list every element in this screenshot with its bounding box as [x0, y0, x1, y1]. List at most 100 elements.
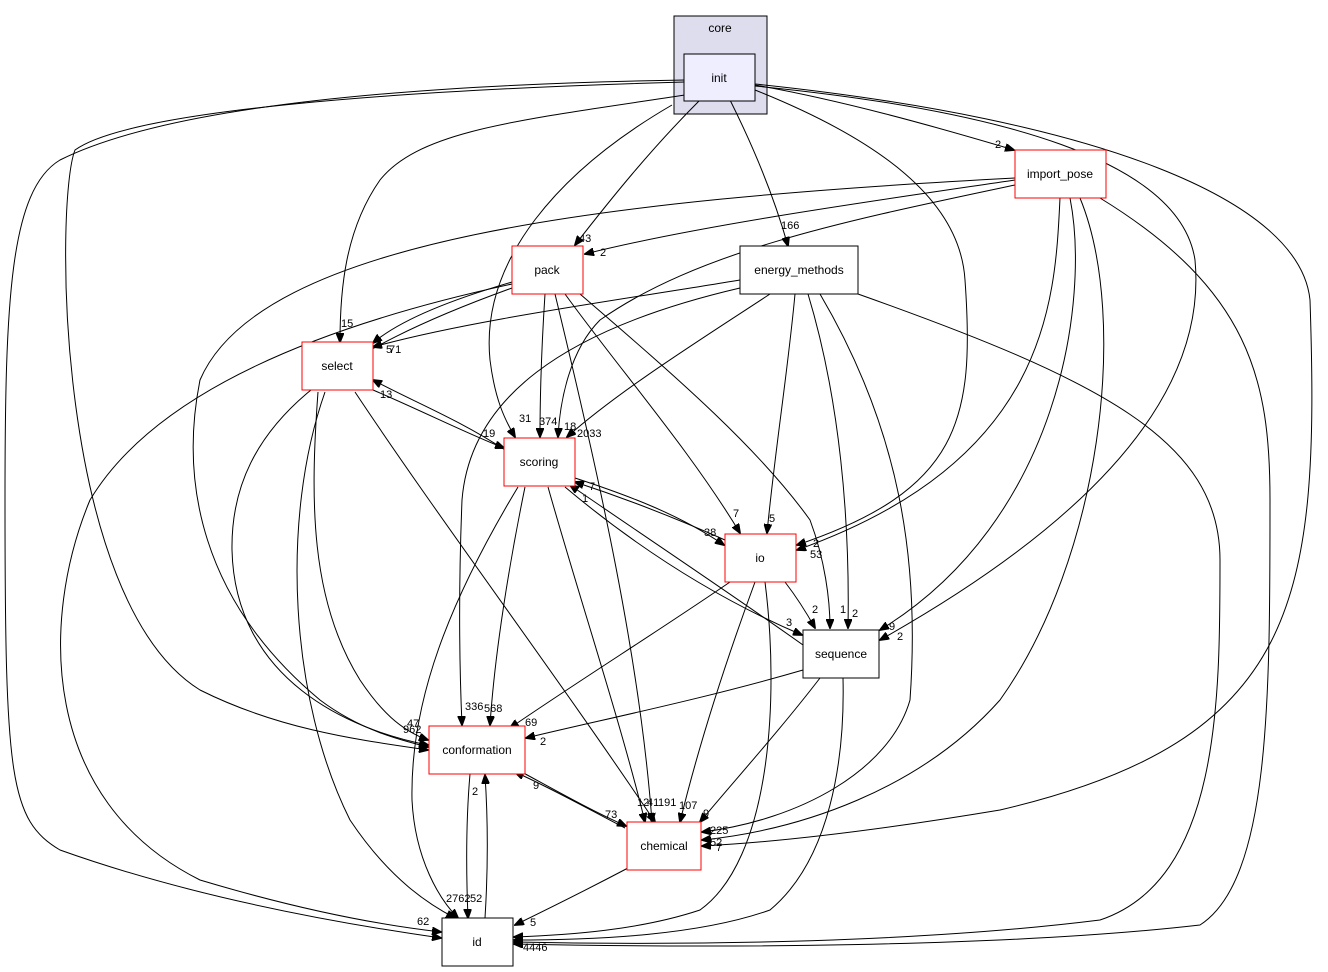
node-conformation-box [428, 725, 526, 775]
label-init-import_pose: 2 [995, 139, 1001, 151]
edge-conformation-chemical [517, 769, 626, 826]
edge-sequence-id [514, 677, 844, 940]
label-energy_methods-io: 5 [769, 513, 775, 525]
label-select-chemical: 191 [658, 797, 676, 809]
label-import_pose-scoring: 2033 [577, 428, 601, 440]
label-pack-conformation: 962 [403, 724, 421, 736]
edge-io-sequence [784, 581, 815, 628]
label-io-chemical: 107 [679, 800, 697, 812]
edge-init-import_pose [754, 84, 1014, 150]
node-import_pose-box [1014, 149, 1107, 199]
edge-init-pack [575, 99, 701, 245]
node-id[interactable]: id [441, 917, 514, 967]
label-energy_methods-sequence: 2 [852, 608, 858, 620]
edge-import_pose-id [514, 197, 1271, 946]
edge-scoring-chemical [547, 486, 645, 822]
label-pack-chemical: 41 [647, 797, 659, 809]
node-chemical-box [626, 821, 702, 871]
node-select[interactable]: select [301, 341, 374, 391]
node-scoring-label: scoring [520, 455, 559, 469]
node-sequence-label: sequence [815, 647, 867, 661]
edge-scoring-conformation [490, 486, 526, 725]
edge-energy_methods-select [373, 279, 741, 347]
edge-select-chemical [354, 391, 655, 822]
label-scoring-id: 52 [470, 893, 482, 905]
edge-init-id [4, 79, 686, 938]
edge-init-scoring [488, 104, 673, 437]
node-chemical[interactable]: chemical [626, 821, 702, 871]
edge-energy_methods-io [767, 293, 796, 533]
label-energy_methods-chemical: 225 [710, 825, 728, 837]
node-io-box [724, 533, 797, 583]
label-chemical-conformation: 9 [533, 780, 539, 792]
edge-scoring-io [574, 477, 724, 545]
node-pack-label: pack [534, 263, 560, 277]
node-pack[interactable]: pack [511, 245, 584, 295]
node-energy_methods-label: energy_methods [754, 263, 843, 277]
edge-import_pose-conformation [192, 177, 1016, 747]
node-scoring-box [503, 437, 576, 487]
edge-init-select [340, 94, 686, 342]
label-io-conformation: 69 [525, 717, 537, 729]
label-pack-scoring: 374 [539, 416, 557, 428]
node-init-box [683, 53, 756, 102]
node-id-label: id [472, 935, 481, 949]
node-init[interactable]: init [683, 53, 756, 102]
label-init-chemical: 7 [716, 842, 722, 854]
node-import_pose[interactable]: import_pose [1014, 149, 1107, 199]
edge-import_pose-scoring [558, 184, 1016, 437]
edge-io-conformation [510, 581, 731, 728]
edge-labels: 2 166 43 2 15 5 71 13 19 31 374 18 2033 … [341, 139, 1001, 954]
edge-import_pose-chemical [702, 197, 1105, 840]
edge-chemical-conformation [515, 772, 626, 829]
node-conformation[interactable]: conformation [428, 725, 526, 775]
node-io[interactable]: io [724, 533, 797, 583]
edge-init-energy_methods [729, 99, 788, 246]
edge-select-scoring [372, 389, 504, 448]
node-select-label: select [321, 359, 353, 373]
label-conformation-chemical: 73 [605, 809, 617, 821]
edge-pack-id [60, 283, 513, 932]
label-select-conformation: 47 [407, 718, 419, 730]
edge-select-conformation [313, 391, 428, 740]
edge-import_pose-sequence [880, 197, 1076, 630]
edge-pack-conformation [231, 287, 513, 745]
node-scoring[interactable]: scoring [503, 437, 576, 487]
label-conformation-id: 2762 [446, 893, 470, 905]
label-scoring-sequence: 3 [786, 617, 792, 629]
node-sequence-box [802, 629, 880, 679]
edge-scoring-sequence [564, 486, 802, 635]
node-import_pose-label: import_pose [1027, 167, 1093, 181]
edge-sequence-chemical [700, 677, 821, 822]
node-pack-box [511, 245, 584, 295]
label-id-conformation: 2 [472, 786, 478, 798]
edge-io-id [514, 581, 772, 937]
label-id-right: 4446 [523, 942, 547, 954]
edge-energy_methods-conformation [460, 287, 741, 725]
edge-init-sequence [754, 85, 1197, 640]
label-energy_methods-scoring: 18 [564, 421, 576, 433]
edge-pack-select [373, 281, 513, 343]
node-energy_methods[interactable]: energy_methods [739, 245, 859, 295]
edge-import_pose-pack [585, 179, 1016, 254]
node-init-label: init [711, 71, 727, 85]
label-scoring-io: 38 [704, 527, 716, 539]
label-init-energy_methods: 166 [781, 220, 799, 232]
edge-pack-scoring [540, 293, 546, 437]
label-init-pack: 43 [579, 233, 591, 245]
edge-energy_methods-scoring [567, 293, 771, 437]
node-energy_methods-box [739, 245, 859, 295]
label-scoring-conformation: 568 [484, 703, 502, 715]
label-pack-io: 7 [733, 508, 739, 520]
edge-init-chemical [702, 83, 1313, 846]
node-sequence[interactable]: sequence [802, 629, 880, 679]
label-init-sequence: 2 [897, 631, 903, 643]
edges [4, 79, 1313, 946]
label-pack-select: 71 [389, 344, 401, 356]
edge-sequence-conformation [526, 669, 804, 738]
edge-pack-chemical [554, 293, 652, 822]
label-import_pose-chemical: 52 [710, 837, 722, 849]
label-init-io: 2 [813, 538, 819, 550]
node-io-label: io [755, 551, 765, 565]
